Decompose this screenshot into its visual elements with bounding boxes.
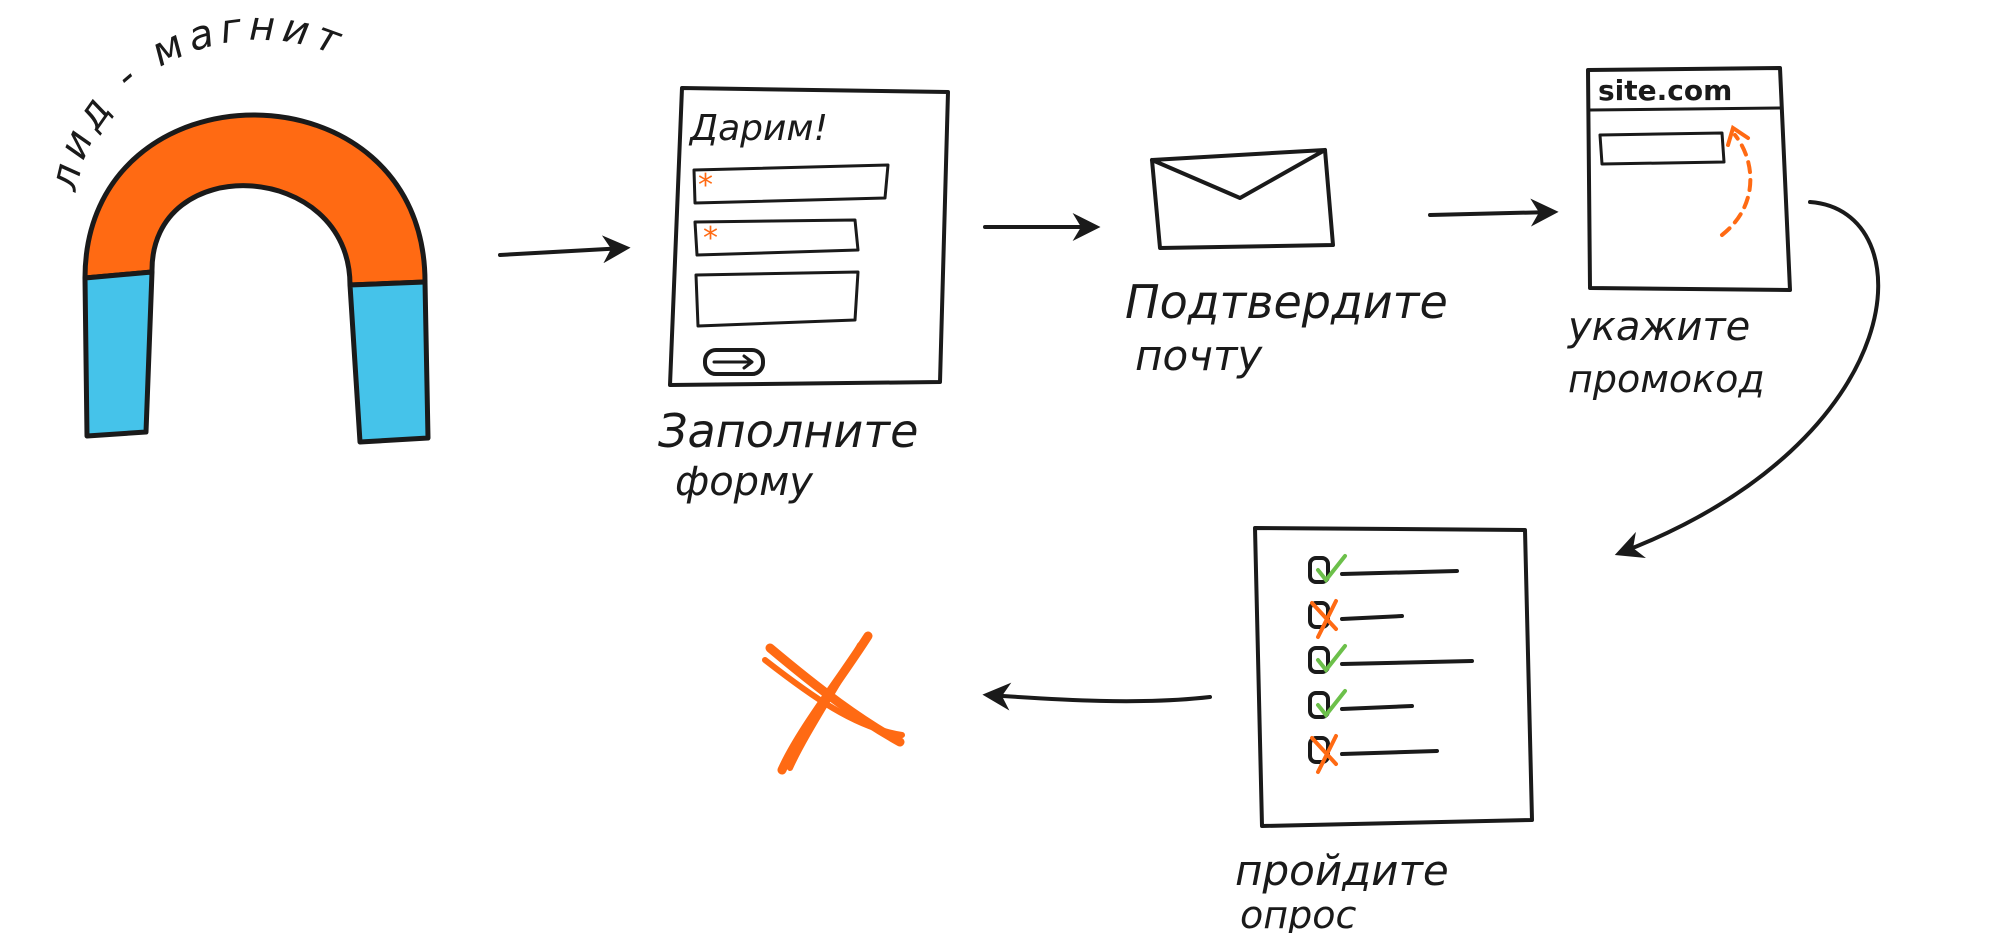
email-caption-line1: Подтвердите bbox=[1125, 275, 1448, 329]
survey-checkbox bbox=[1308, 691, 1330, 719]
survey-card bbox=[1253, 526, 1534, 828]
check-icon bbox=[1316, 554, 1347, 584]
magnet-arch bbox=[82, 112, 428, 288]
big-cross-icon bbox=[762, 631, 905, 775]
form-field-3 bbox=[694, 270, 860, 328]
cross-icon bbox=[1310, 734, 1338, 774]
magnet-right-leg bbox=[347, 279, 431, 445]
site-url: site.com bbox=[1598, 74, 1732, 107]
arrow-survey-to-result bbox=[982, 682, 1212, 711]
survey-answer-line bbox=[1340, 569, 1459, 576]
form-caption-line2: форму bbox=[675, 459, 814, 505]
survey-item bbox=[1308, 554, 1459, 584]
survey-answer-line bbox=[1340, 704, 1414, 711]
survey-item bbox=[1308, 644, 1474, 674]
promo-code-input bbox=[1598, 131, 1726, 166]
required-asterisk-icon: * bbox=[698, 168, 713, 203]
survey-item bbox=[1308, 689, 1414, 719]
site-caption-line1: укажите bbox=[1567, 304, 1750, 350]
magnet-left-leg bbox=[82, 269, 155, 439]
form-heading: Дарим! bbox=[688, 108, 828, 149]
survey-answer-line bbox=[1340, 749, 1439, 756]
cross-icon bbox=[1310, 599, 1338, 639]
survey-item bbox=[1308, 599, 1404, 639]
email-caption-line2: почту bbox=[1135, 331, 1263, 380]
submit-button bbox=[703, 348, 765, 376]
cursor-arrowhead-icon bbox=[1726, 124, 1750, 147]
check-icon bbox=[1316, 689, 1347, 719]
site-caption-line2: промокод bbox=[1568, 357, 1765, 401]
survey-items bbox=[1308, 554, 1474, 774]
survey-checkbox bbox=[1308, 646, 1330, 674]
survey-caption-line1: пройдите bbox=[1235, 846, 1449, 895]
arrow-email-to-site bbox=[1428, 198, 1559, 227]
form-field-2 bbox=[693, 218, 860, 257]
check-icon bbox=[1316, 644, 1347, 674]
survey-checkbox bbox=[1308, 556, 1330, 584]
arrow-right-icon bbox=[712, 354, 754, 370]
survey-answer-line bbox=[1340, 614, 1404, 621]
survey-answer-line bbox=[1340, 659, 1474, 666]
survey-item bbox=[1308, 734, 1439, 774]
cursor-path-icon bbox=[1720, 133, 1753, 237]
magnet-icon: лид - магнит bbox=[41, 4, 431, 445]
envelope-icon bbox=[1150, 148, 1335, 250]
form-field-1 bbox=[692, 163, 890, 205]
browser-address-bar-divider bbox=[1588, 106, 1784, 112]
arrow-site-to-survey bbox=[1614, 200, 1881, 559]
browser-window: site.com bbox=[1586, 66, 1792, 292]
survey-caption-line2: опрос bbox=[1240, 893, 1356, 933]
form-caption-line1: Заполните bbox=[658, 404, 918, 458]
signup-form-card: Дарим! * * bbox=[668, 86, 950, 387]
arrow-magnet-to-form bbox=[498, 235, 631, 264]
required-asterisk-icon: * bbox=[703, 221, 718, 256]
